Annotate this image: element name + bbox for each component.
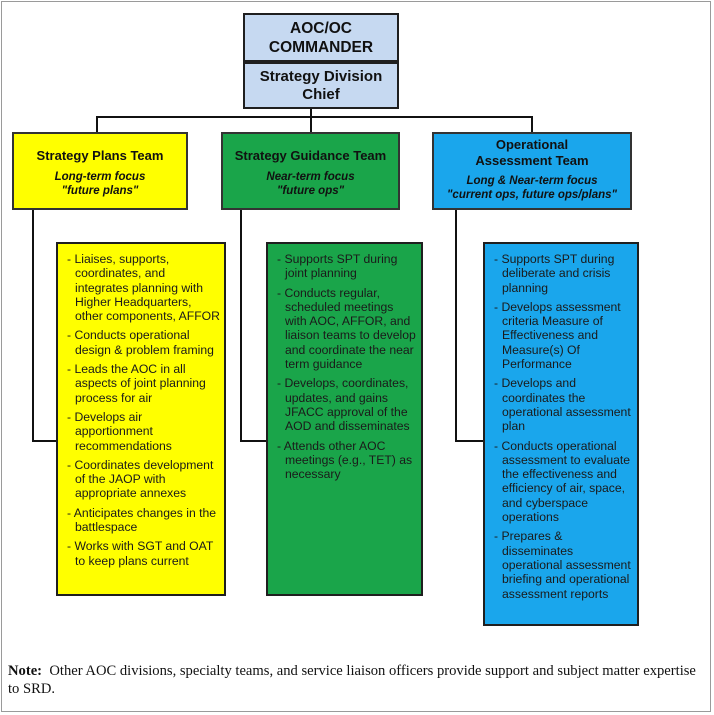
sgt-duty: Conducts regular, scheduled meetings wit… [275,286,418,372]
connector-spt-horizontal [32,440,58,442]
spt-name: Strategy Plans Team [36,148,164,163]
oat-header: Operational Assessment Team Long & Near-… [432,132,632,210]
chief-box: Strategy Division Chief [243,62,399,109]
spt-focus: Long-term focus [54,171,146,183]
spt-duty: Coordinates development of the JAOP with… [65,458,221,501]
connector-trunk [310,108,312,118]
spt-duty: Works with SGT and OAT to keep plans cur… [65,539,221,568]
oat-duty: Supports SPT during deliberate and crisi… [492,252,634,295]
commander-box: AOC/OC COMMANDER [243,13,399,62]
note-label: Note: [8,663,43,679]
spt-duty: Develops air apportionment recommendatio… [65,410,221,453]
spt-header: Strategy Plans Team Long-term focus "fut… [12,132,188,210]
oat-quote: "current ops, future ops/plans" [446,189,617,201]
spt-duty: Leads the AOC in all aspects of joint pl… [65,362,221,405]
connector-drop-oat [531,116,533,134]
oat-name: Operational Assessment Team [475,137,589,168]
chief-title: Strategy Division Chief [259,67,383,103]
connector-spt-vertical [32,208,34,442]
connector-sgt-vertical [240,208,242,442]
oat-duties-list: Supports SPT during deliberate and crisi… [492,252,634,601]
sgt-duty: Supports SPT during joint planning [275,252,418,281]
connector-sgt-horizontal [240,440,267,442]
spt-duty: Anticipates changes in the battlespace [65,506,221,535]
oat-duty: Develops assessment criteria Measure of … [492,300,634,371]
commander-title: AOC/OC COMMANDER [268,19,374,56]
connector-oat-horizontal [455,440,484,442]
oat-focus: Long & Near-term focus [466,175,598,187]
spt-duties-list: Liaises, supports, coordinates, and inte… [65,252,221,568]
spt-duty: Conducts operational design & problem fr… [65,328,221,357]
sgt-duty: Attends other AOC meetings (e.g., TET) a… [275,439,418,482]
oat-duties-box: Supports SPT during deliberate and crisi… [483,242,639,626]
spt-duty: Liaises, supports, coordinates, and inte… [65,252,221,323]
sgt-focus: Near-term focus [266,171,355,183]
oat-duty: Develops and coordinates the operational… [492,376,634,433]
footnote: Note: Other AOC divisions, specialty tea… [8,662,708,698]
sgt-duties-box: Supports SPT during joint planning Condu… [266,242,423,596]
sgt-duties-list: Supports SPT during joint planning Condu… [275,252,418,481]
connector-oat-vertical [455,208,457,442]
connector-horizontal [96,116,533,118]
note-text: Other AOC divisions, specialty teams, an… [8,663,696,697]
connector-drop-spt [96,116,98,134]
sgt-name: Strategy Guidance Team [234,148,387,163]
spt-duties-box: Liaises, supports, coordinates, and inte… [56,242,226,596]
sgt-duty: Develops, coordinates, updates, and gain… [275,376,418,433]
oat-duty: Conducts operational assessment to evalu… [492,439,634,525]
sgt-header: Strategy Guidance Team Near-term focus "… [221,132,400,210]
spt-quote: "future plans" [61,185,139,197]
oat-duty: Prepares & disseminates operational asse… [492,529,634,600]
sgt-quote: "future ops" [276,185,345,197]
connector-drop-sgt [310,116,312,134]
